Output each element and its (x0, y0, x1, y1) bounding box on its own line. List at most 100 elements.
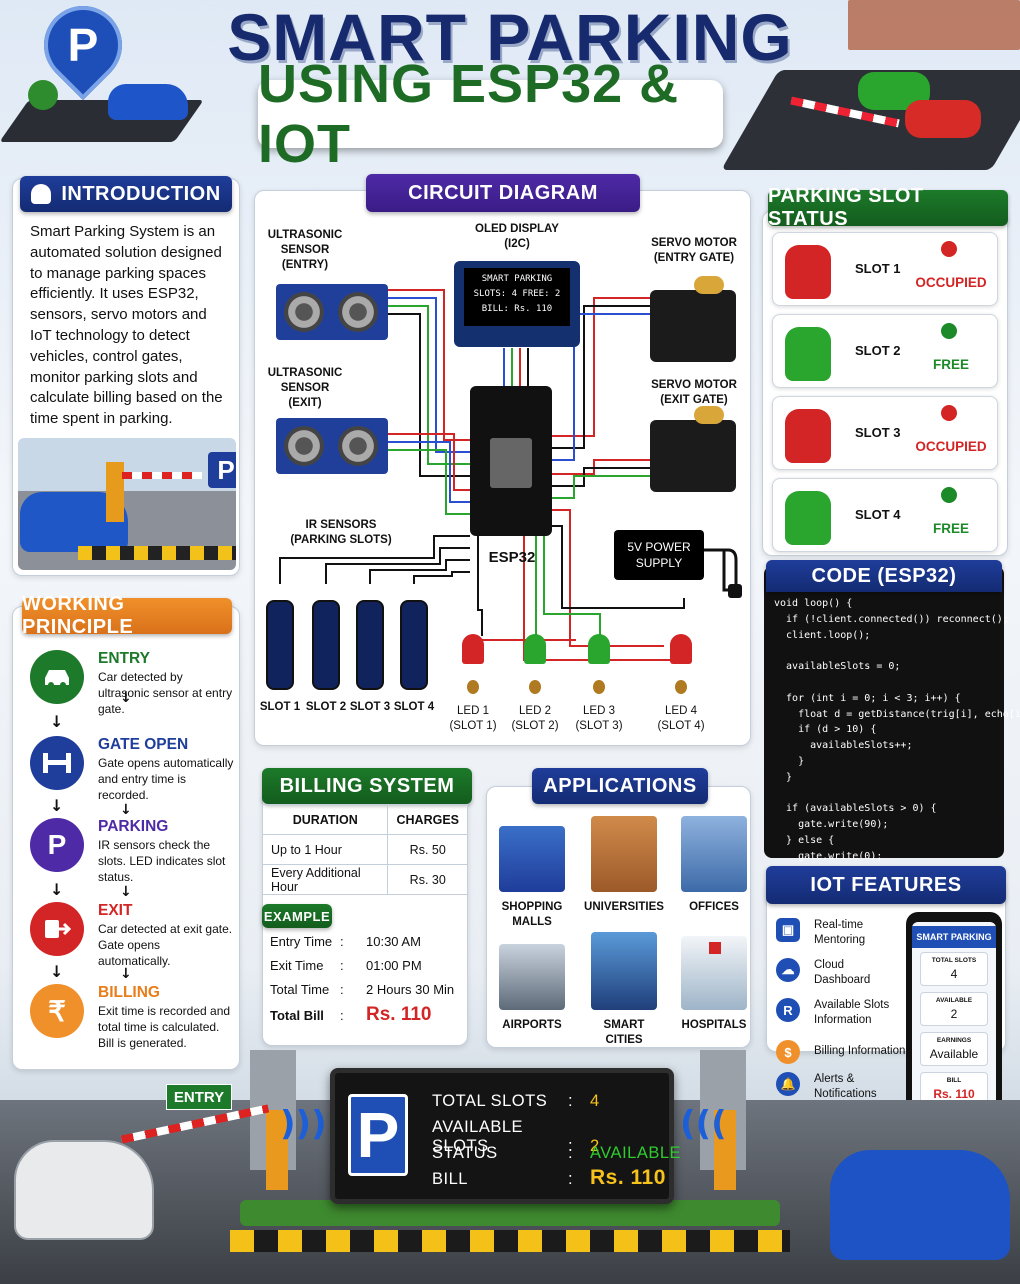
esp32-chip (490, 438, 532, 488)
hospital-icon (681, 936, 747, 1010)
colon: : (568, 1137, 574, 1155)
step-desc: Car detected at exit gate. Gate opens au… (98, 922, 233, 968)
table-cell: Rs. 50 (387, 834, 468, 865)
ir-sensors-label: IR SENSORS (PARKING SLOTS) (290, 519, 392, 546)
parking-pin-letter: P (67, 19, 99, 71)
board-key: TOTAL SLOTS (432, 1092, 548, 1110)
phone-app-title: SMART PARKING (912, 926, 996, 948)
board-value: 2 (590, 1137, 600, 1155)
gate-post-right (714, 1110, 736, 1190)
ir-slot-label: SLOT 4 (393, 701, 435, 713)
iot-label: Cloud Dashboard (814, 959, 871, 986)
app-universities: UNIVERSITIES (584, 816, 664, 915)
board-row: STATUS:AVAILABLE (432, 1144, 681, 1163)
slot-status: FREE (932, 521, 969, 536)
iot-heading: IOT FEATURES (766, 866, 1006, 904)
board-row: BILL:Rs. 110 (432, 1166, 666, 1190)
phone-card-key: TOTAL SLOTS (931, 957, 977, 964)
slot-card: SLOT 1 OCCUPIED (772, 232, 998, 306)
parking-icon: P (30, 818, 84, 872)
colon: : (340, 934, 344, 949)
led-2 (524, 634, 546, 664)
table-cell: Up to 1 Hour (261, 834, 389, 865)
gate-photo: P (18, 438, 236, 570)
slot-name: SLOT 3 (855, 425, 901, 440)
arrow-down-icon: ↓ (50, 880, 64, 899)
led-label: LED 2 (SLOT 2) (511, 705, 559, 732)
phone-card-key: EARNINGS (936, 1037, 972, 1044)
slot-card: SLOT 2 FREE (772, 314, 998, 388)
servo-exit-label: SERVO MOTOR (EXIT GATE) (651, 379, 737, 406)
step-title: GATE OPEN (98, 736, 189, 753)
city-icon (591, 932, 657, 1010)
exit-icon (30, 902, 84, 956)
app-airports: AIRPORTS (492, 944, 572, 1033)
arrow-down-icon: ↓ (120, 802, 132, 818)
led-base (467, 680, 479, 694)
power-supply: 5V POWER SUPPLY (614, 530, 704, 580)
gate-post (106, 462, 124, 522)
ir-slot-label: SLOT 1 (259, 701, 301, 713)
code-block: void loop() { if (!client.connected()) r… (774, 598, 1020, 893)
red-car-icon (785, 245, 831, 299)
led-3 (588, 634, 610, 664)
colon: : (340, 1007, 344, 1023)
step-desc: IR sensors check the slots. LED indicate… (98, 838, 226, 884)
servo-entry-label: SERVO MOTOR (ENTRY GATE) (651, 237, 737, 264)
slots-icon: R (776, 998, 800, 1022)
billing-table: DURATION CHARGES Up to 1 Hour Rs. 50 Eve… (261, 804, 468, 895)
car-icon (30, 650, 84, 704)
arrow-down-icon: ↓ (120, 884, 132, 900)
board-key: AVAILABLE SLOTS (432, 1118, 524, 1155)
introduction-heading-text: INTRODUCTION (61, 182, 221, 205)
arrow-down-icon: ↓ (120, 966, 132, 982)
colon: : (568, 1144, 574, 1162)
app-hospitals: HOSPITALS (674, 936, 754, 1033)
column-header: CHARGES (387, 804, 468, 835)
example-row: Entry Time:10:30 AM (270, 934, 421, 949)
university-icon (591, 816, 657, 892)
introduction-text: Smart Parking System is an automated sol… (30, 223, 223, 428)
ir-slot-label: SLOT 3 (349, 701, 391, 713)
ultrasonic-exit-sensor (276, 418, 388, 474)
oled-line: SMART PARKING (481, 274, 553, 284)
office-icon (681, 816, 747, 892)
ultrasonic-exit-label: ULTRASONIC SENSOR (EXIT) (267, 367, 343, 409)
app-label: SHOPPING MALLS (501, 901, 563, 928)
iot-label: Billing Information (814, 1045, 906, 1057)
code-heading: CODE (ESP32) (766, 560, 1002, 592)
slot-status-heading: PARKING SLOT STATUS (768, 185, 1008, 230)
iot-label: Real-time Mentoring (814, 919, 866, 946)
total-bill-label: Total Bill (270, 1007, 324, 1023)
red-car-icon (785, 409, 831, 463)
arrow-down-icon: ↓ (50, 962, 64, 981)
working-principle-heading: WORKING PRINCIPLE (22, 593, 232, 638)
colon: : (568, 1170, 574, 1188)
slot-status: OCCUPIED (915, 275, 987, 290)
oled-label: OLED DISPLAY (I2C) (475, 223, 559, 250)
introduction-heading: INTRODUCTION (20, 176, 232, 212)
step-title: EXIT (98, 902, 133, 919)
gate-post-left (266, 1110, 288, 1190)
example-value: 10:30 AM (366, 934, 421, 949)
esp32-label: ESP32 (488, 549, 536, 566)
example-heading: EXAMPLE (262, 904, 332, 928)
app-label: UNIVERSITIES (584, 901, 664, 913)
example-row: Exit Time:01:00 PM (270, 958, 422, 973)
red-cross-icon (709, 942, 721, 954)
led-label: LED 1 (SLOT 1) (449, 705, 497, 732)
colon: : (568, 1092, 574, 1110)
circuit-diagram-heading: CIRCUIT DIAGRAM (366, 174, 640, 212)
example-key: Total Time (270, 982, 330, 997)
total-bill-value: Rs. 110 (366, 1004, 432, 1025)
ir-sensor-4 (400, 600, 428, 690)
status-dot (941, 487, 957, 503)
ultrasonic-entry-sensor (276, 284, 388, 340)
airport-icon (499, 944, 565, 1010)
gate-barrier (122, 472, 202, 479)
iot-label: Available Slots Information (814, 999, 890, 1026)
user-icon (31, 184, 52, 204)
step-title: ENTRY (98, 650, 150, 667)
